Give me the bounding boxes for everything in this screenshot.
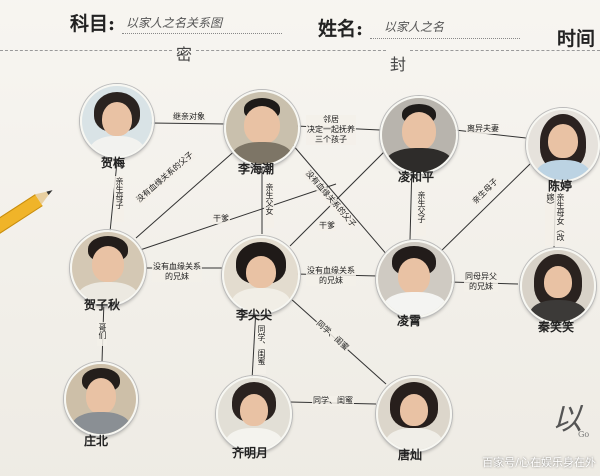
rel-hemei-lihaichao: 继亲对象 [172, 112, 206, 122]
subject-value: 以家人之名关系图 [126, 16, 223, 30]
name-lijianjian: 李尖尖 [236, 308, 273, 322]
avatar-qinqinqin [520, 248, 596, 324]
seal-line-right [410, 50, 600, 51]
line-lihaichao-hezi-a [135, 147, 239, 239]
rel-lingxiao-qinqinqin: 同母异父 的兄妹 [464, 272, 498, 292]
rel-linghe-lijianjian: 干爹 [318, 221, 336, 231]
avatar-hezi [70, 230, 146, 306]
subject-label: 科目: [70, 13, 116, 35]
rel-lihaichao-lijianjian: 亲生父女 [264, 182, 274, 228]
name-label: 姓名: [318, 18, 364, 40]
name-lingxiao: 凌霄 [397, 314, 422, 328]
avatar-hemei [80, 84, 154, 158]
rel-lijianjian-lingxiao: 没有血缘关系 的兄妹 [306, 266, 356, 286]
rel-lihaichao-hezi-b: 干爹 [212, 214, 230, 224]
name-hemei: 贺梅 [101, 156, 126, 170]
name-zhuangbei: 庄北 [84, 434, 109, 448]
name-qimingyue: 齐明月 [232, 446, 269, 460]
avatar-qimingyue [216, 376, 292, 452]
title-logo-sub: Go [578, 430, 590, 439]
name-lihaichao: 李海潮 [238, 162, 275, 176]
line-lihaichao-hezi-b [139, 183, 337, 251]
line-hemei-lihaichao [150, 122, 227, 125]
rel-linghe-lingxiao: 亲生父子 [416, 190, 426, 236]
avatar-chenting [526, 108, 600, 182]
line-lihaichao-lingxiao [291, 143, 389, 257]
name-linghe: 凌和平 [398, 170, 435, 184]
name-qinqinqin: 秦笑笑 [538, 320, 575, 334]
line-chenting-lingxiao [437, 163, 531, 255]
time-label: 时间 [557, 28, 596, 50]
name-chenting: 陈婷 [548, 179, 573, 193]
rel-hezi-lijianjian: 没有血缘关系 的兄妹 [152, 262, 202, 282]
subject-underline [122, 33, 282, 34]
rel-qimingyue-tangcan: 同学、闺蜜 [312, 396, 354, 406]
title-logo-mark: 以 [552, 402, 582, 437]
seal-char-feng: 封 [390, 55, 409, 74]
name-hezi: 贺子秋 [84, 298, 121, 312]
watermark-text: 百家号/心在娱乐身在外 [482, 456, 596, 469]
rel-hezi-zhuangbei: 哥们 [97, 322, 107, 346]
seal-line-middle [196, 50, 386, 51]
line-lijianjian-qimingyue [251, 307, 257, 381]
name-underline [370, 38, 520, 39]
rel-lihaichao-linghe: 邻居 决定一起抚养 三个孩子 [306, 115, 356, 145]
avatar-lijianjian [222, 236, 300, 314]
name-value: 以家人之名 [384, 20, 445, 34]
seal-char-mi: 密 [176, 45, 195, 64]
rel-hemei-hezi: 亲生母子 [114, 176, 124, 222]
avatar-lingxiao [376, 240, 454, 318]
rel-linghe-chenting: 离异夫妻 [466, 124, 500, 134]
seal-line-left [0, 50, 172, 51]
name-tangcan: 唐灿 [398, 448, 423, 462]
avatar-tangcan [376, 376, 452, 452]
rel-lijianjian-qimingyue: 同学、闺蜜 [256, 324, 266, 374]
avatar-zhuangbei [64, 362, 138, 436]
avatar-lihaichao [224, 90, 300, 166]
rel-chenting-qinqinqin: 亲生母女（改嫁） [545, 192, 565, 246]
avatar-linghe [380, 96, 458, 174]
line-linghe-lingxiao [409, 163, 413, 241]
